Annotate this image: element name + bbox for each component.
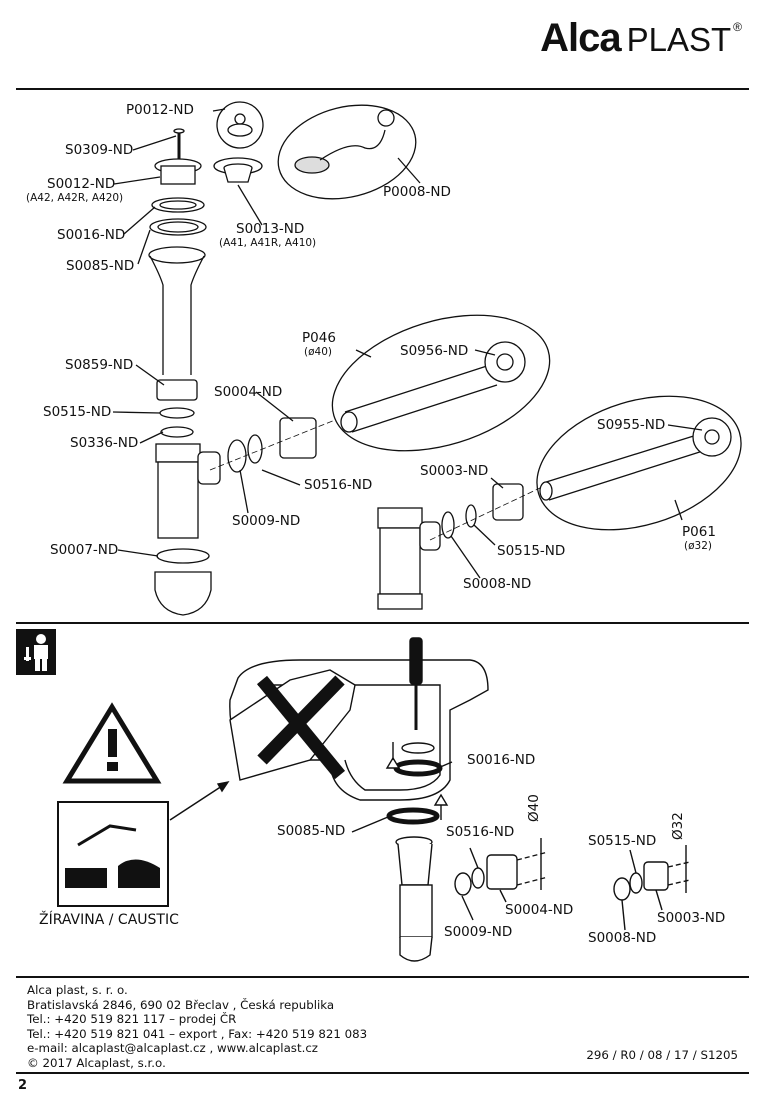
brand-bold: Alca — [540, 16, 621, 60]
footer-tel1: Tel.: +420 519 821 117 – prodej ČR — [27, 1012, 237, 1027]
s0956-rosette — [484, 341, 526, 383]
footer-copyright: © 2017 Alcaplast, s.r.o. — [27, 1055, 166, 1070]
label-p0008: P0008-ND — [383, 184, 451, 200]
s0515-ring-b — [465, 504, 477, 528]
install-label-s0008: S0008-ND — [588, 930, 657, 946]
label-s0515-b: S0515-ND — [497, 543, 566, 559]
label-s0516: S0516-ND — [304, 477, 373, 493]
install-siphon-40 — [399, 884, 433, 938]
label-s0012-note: (A42, A42R, A420) — [26, 192, 124, 204]
p046-callout — [331, 314, 551, 452]
install-label-s0003: S0003-ND — [657, 910, 726, 926]
label-p061-note: (ø32) — [684, 540, 712, 552]
p061-callout — [536, 395, 742, 531]
install-label-s0515: S0515-ND — [588, 833, 657, 849]
s0008-ring — [441, 511, 455, 539]
install-nut-40 — [486, 854, 518, 890]
label-s0956: S0956-ND — [400, 343, 469, 359]
installer-icon — [16, 629, 56, 675]
caustic-label: ŽÍRAVINA / CAUSTIC — [39, 912, 179, 928]
label-s0013: S0013-ND — [236, 221, 305, 237]
label-s0007: S0007-ND — [50, 542, 119, 558]
s0085-washer — [149, 218, 207, 236]
page-number: 2 — [18, 1078, 28, 1093]
caustic-sign-icon — [57, 801, 169, 907]
label-s0955: S0955-ND — [597, 417, 666, 433]
siphon-32-body — [379, 527, 421, 595]
footer-tel2: Tel.: +420 519 821 041 – export , Fax: +… — [27, 1026, 368, 1041]
label-s0515: S0515-ND — [43, 404, 112, 420]
label-p046: P046 — [302, 330, 336, 346]
footer-company: Alca plast, s. r. o. — [27, 983, 128, 997]
label-s0859: S0859-ND — [65, 357, 134, 373]
footer-email: e-mail: alcaplast@alcaplast.cz , www.alc… — [27, 1041, 318, 1056]
install-label-s0004: S0004-ND — [505, 902, 574, 918]
worker-icon — [24, 634, 48, 671]
footer-divider — [16, 976, 749, 978]
screwdriver-icon — [409, 637, 423, 685]
footer-contact: Alca plast, s. r. o. Bratislavská 2846, … — [27, 983, 367, 1071]
document-code: 296 / R0 / 08 / 17 / S1205 — [586, 1048, 738, 1062]
waste-outlet — [148, 246, 206, 264]
s0003-nut — [492, 483, 524, 521]
siphon-body — [157, 461, 199, 539]
label-s0009: S0009-ND — [232, 513, 301, 529]
install-label-d32: Ø32 — [670, 812, 686, 840]
label-s0309: S0309-ND — [65, 142, 134, 158]
bottom-divider — [16, 1072, 749, 1074]
install-label-s0516: S0516-ND — [446, 824, 515, 840]
top-divider — [16, 88, 749, 90]
registered-mark: ® — [733, 20, 742, 34]
siphon-cap — [154, 571, 212, 616]
label-s0013-note: (A41, A41R, A410) — [219, 237, 317, 249]
label-s0336: S0336-ND — [70, 435, 139, 451]
s0016-washer — [151, 197, 205, 213]
p0008-callout — [277, 104, 417, 200]
label-s0003: S0003-ND — [420, 463, 489, 479]
label-s0004: S0004-ND — [214, 384, 283, 400]
s0859-nut — [156, 379, 198, 401]
install-label-s0016: S0016-ND — [467, 752, 536, 768]
install-label-s0085: S0085-ND — [277, 823, 346, 839]
label-p046-note: (ø40) — [304, 346, 332, 358]
label-p061: P061 — [682, 524, 716, 540]
s0004-nut — [279, 417, 317, 459]
s0085-install — [386, 807, 440, 825]
footer-address: Bratislavská 2846, 690 02 Břeclav , Česk… — [27, 997, 335, 1012]
p0012-plug-callout — [216, 101, 264, 149]
middle-divider — [16, 622, 749, 624]
label-s0085: S0085-ND — [66, 258, 135, 274]
s0955-rosette — [692, 417, 732, 457]
label-s0016: S0016-ND — [57, 227, 126, 243]
label-s0008: S0008-ND — [463, 576, 532, 592]
s0336-ring — [160, 426, 194, 438]
install-nut-32 — [643, 861, 669, 891]
label-p0012: P0012-ND — [126, 102, 194, 118]
install-label-d40: Ø40 — [526, 794, 542, 822]
label-s0012: S0012-ND — [47, 176, 116, 192]
brand-light: PLAST — [626, 21, 732, 58]
install-label-s0009: S0009-ND — [444, 924, 513, 940]
